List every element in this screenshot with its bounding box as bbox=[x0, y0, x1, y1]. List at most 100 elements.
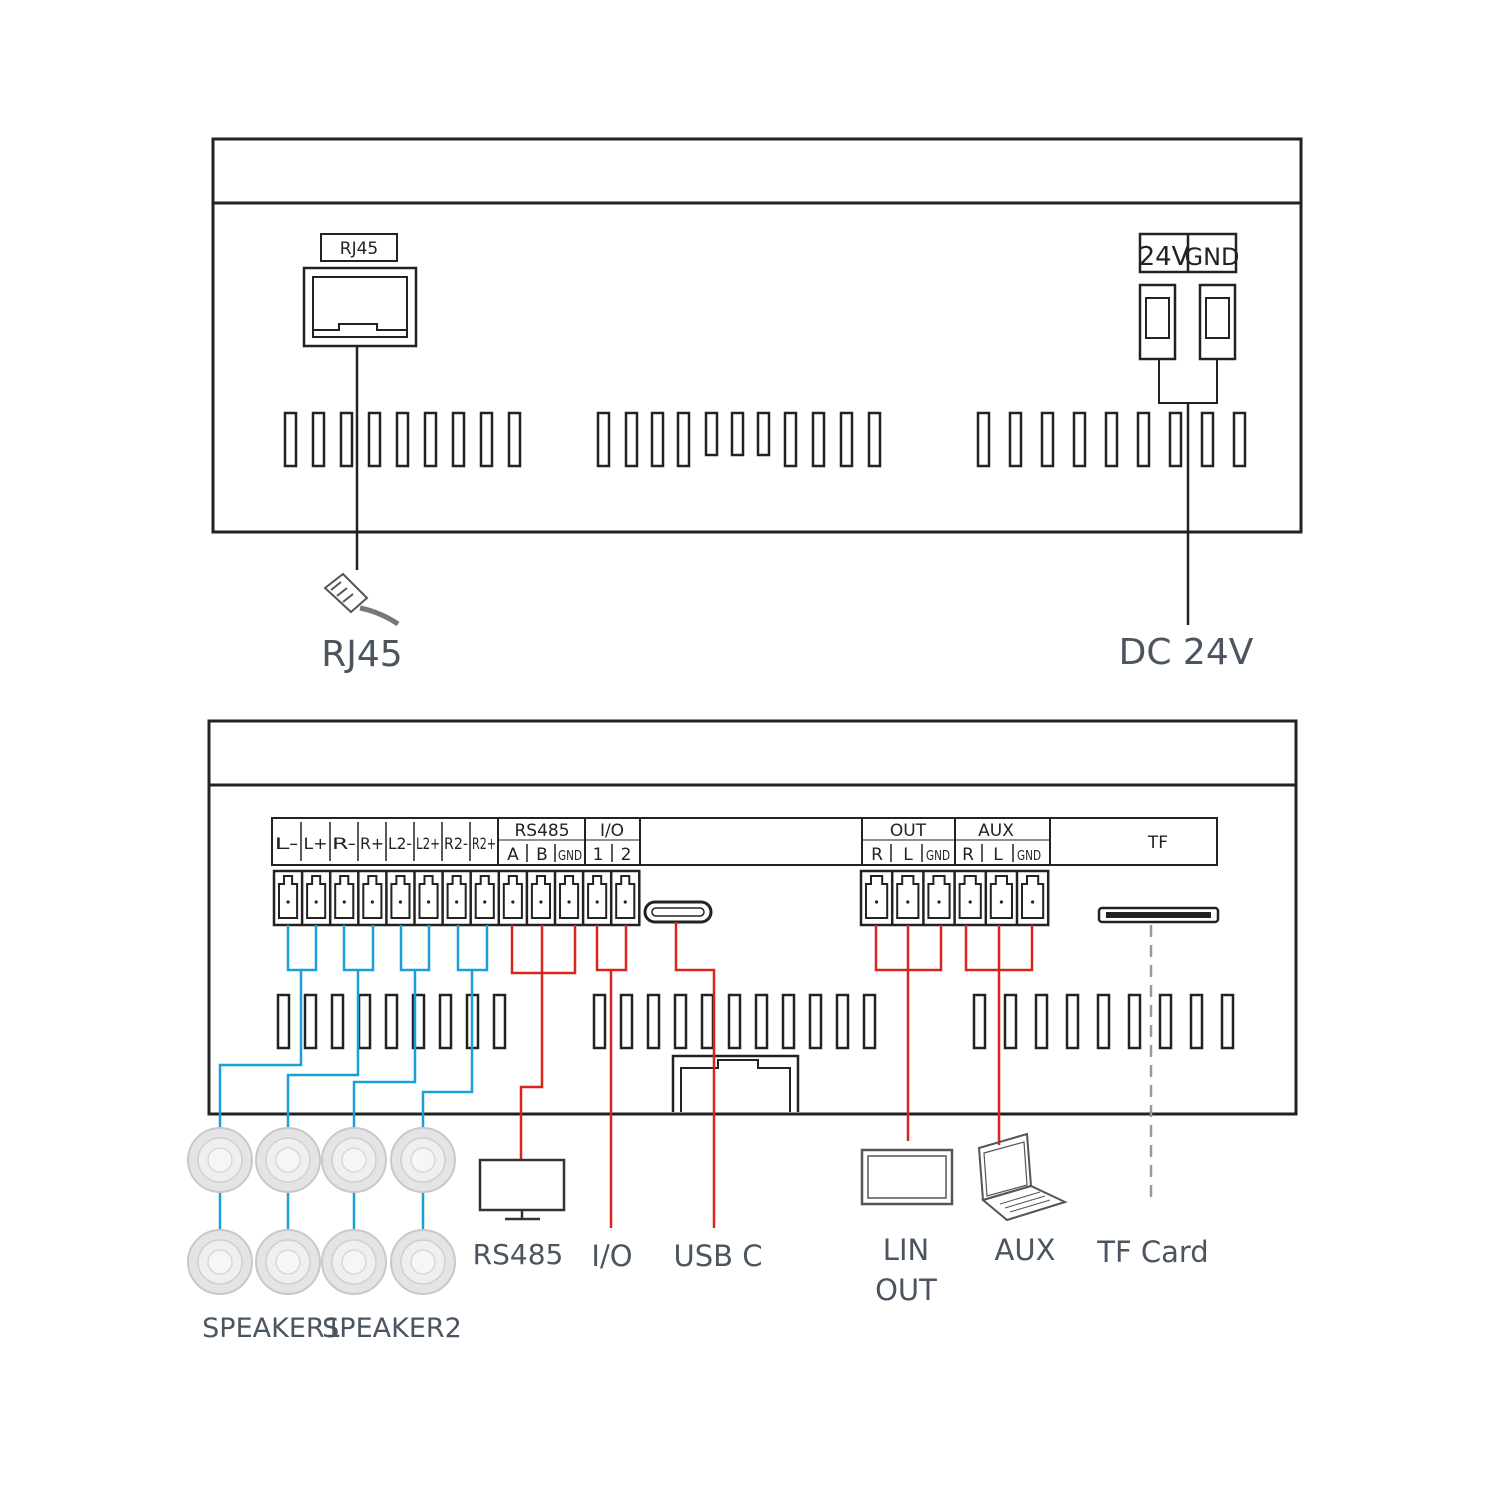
terminal-screw-slot[interactable] bbox=[362, 875, 383, 919]
io-title: I/O bbox=[600, 821, 624, 841]
dc-24v-caption: DC 24V bbox=[1119, 632, 1254, 673]
top-vent-slot bbox=[479, 411, 494, 468]
bottom-vent-slot bbox=[438, 993, 453, 1050]
bottom-vent-slot bbox=[492, 993, 507, 1050]
bottom-vent-slot bbox=[276, 993, 291, 1050]
top-vent-slot bbox=[1200, 411, 1215, 468]
lin-out-display-icon bbox=[860, 1148, 954, 1206]
top-vent-slot bbox=[423, 411, 438, 468]
bottom-network-connector[interactable] bbox=[671, 1054, 800, 1112]
bottom-vent-slot bbox=[700, 993, 715, 1050]
top-vent-slot bbox=[1040, 411, 1055, 468]
bottom-vent-slot bbox=[592, 993, 607, 1050]
terminal-screw-slot[interactable] bbox=[587, 875, 608, 919]
power-label-gnd: GND bbox=[1184, 243, 1239, 271]
top-vent-slot bbox=[596, 411, 611, 468]
bottom-vent-slot bbox=[754, 993, 769, 1050]
terminal-label: R2- bbox=[444, 834, 468, 853]
speaker-icon bbox=[187, 1127, 253, 1193]
aux-pin-label: R bbox=[962, 845, 974, 865]
bottom-vent-slot bbox=[357, 993, 372, 1050]
rj45-plug-icon bbox=[323, 572, 400, 627]
rj45-port-label: RJ45 bbox=[340, 239, 378, 259]
top-vent-slot bbox=[676, 411, 691, 468]
terminal-screw-slot[interactable] bbox=[502, 875, 523, 919]
out-pin-label: GND bbox=[926, 849, 950, 864]
bottom-vent-slot bbox=[972, 993, 987, 1050]
terminal-screw-slot[interactable] bbox=[958, 875, 982, 919]
terminal-screw-slot[interactable] bbox=[927, 875, 951, 919]
terminal-screw-slot[interactable] bbox=[390, 875, 411, 919]
speaker-icon bbox=[321, 1229, 387, 1295]
speaker-icon bbox=[255, 1229, 321, 1295]
top-vent-slot bbox=[1136, 411, 1151, 468]
tf-card-slot[interactable] bbox=[1097, 906, 1220, 924]
terminal-screw-slot[interactable] bbox=[446, 875, 467, 919]
top-device-panel bbox=[211, 137, 1303, 534]
bottom-vent-slot bbox=[673, 993, 688, 1050]
terminal-screw-slot[interactable] bbox=[306, 875, 327, 919]
aux-laptop-icon bbox=[977, 1132, 1068, 1222]
bottom-vent-slot bbox=[862, 993, 877, 1050]
terminal-screw-slot[interactable] bbox=[334, 875, 355, 919]
usb-c-caption: USB C bbox=[674, 1239, 763, 1273]
bottom-device-outline bbox=[207, 719, 1298, 1116]
top-vent-slot bbox=[283, 411, 298, 468]
top-vent-slot bbox=[1168, 411, 1183, 468]
right-terminal-block[interactable] bbox=[859, 869, 1050, 927]
top-vent-slot bbox=[756, 411, 771, 457]
bottom-vent-slot bbox=[1189, 993, 1204, 1050]
terminal-screw-slot[interactable] bbox=[418, 875, 439, 919]
speaker-icon bbox=[390, 1229, 456, 1295]
left-terminal-block[interactable] bbox=[272, 869, 641, 927]
terminal-screw-slot[interactable] bbox=[559, 875, 580, 919]
speaker1-caption: SPEAKER1 bbox=[202, 1313, 342, 1344]
usb-c-port[interactable] bbox=[643, 900, 713, 924]
top-vent-slots bbox=[283, 411, 1247, 468]
top-vent-slot bbox=[367, 411, 382, 468]
bottom-vent-slot bbox=[1127, 993, 1142, 1050]
signal-wires bbox=[510, 922, 1034, 1228]
speaker-icon bbox=[390, 1127, 456, 1193]
bottom-vent-slot bbox=[1096, 993, 1111, 1050]
terminal-screw-slot[interactable] bbox=[615, 875, 636, 919]
terminal-screw-slot[interactable] bbox=[865, 875, 889, 919]
power-terminal-block[interactable] bbox=[1138, 232, 1238, 404]
top-vent-slot bbox=[811, 411, 826, 468]
terminal-screw-slot[interactable] bbox=[1021, 875, 1045, 919]
terminal-label: R+ bbox=[360, 834, 384, 853]
rj45-port[interactable] bbox=[302, 233, 418, 348]
out-title: OUT bbox=[890, 821, 927, 841]
top-vent-slot bbox=[783, 411, 798, 468]
bottom-vent-slot bbox=[835, 993, 850, 1050]
terminal-block-body bbox=[272, 869, 641, 927]
terminal-screw-slot[interactable] bbox=[530, 875, 551, 919]
bottom-vent-slot bbox=[1220, 993, 1235, 1050]
top-vent-slot bbox=[839, 411, 854, 468]
rs485-pin-label: GND bbox=[558, 849, 582, 864]
bottom-vent-slot bbox=[303, 993, 318, 1050]
speaker-icon bbox=[255, 1127, 321, 1193]
top-vent-slot bbox=[451, 411, 466, 468]
lin-out-caption-line1: LIN bbox=[883, 1233, 929, 1267]
terminal-screw-slot[interactable] bbox=[896, 875, 920, 919]
terminal-screw-slot[interactable] bbox=[989, 875, 1013, 919]
terminal-screw-slot[interactable] bbox=[474, 875, 495, 919]
bottom-vent-slot bbox=[727, 993, 742, 1050]
terminal-label-strip bbox=[271, 817, 1218, 866]
bottom-vent-slot bbox=[411, 993, 426, 1050]
bottom-vent-slot bbox=[384, 993, 399, 1050]
io-pin-label: 2 bbox=[621, 845, 632, 865]
terminal-label: L2+ bbox=[416, 834, 440, 853]
bottom-vent-slot bbox=[1158, 993, 1173, 1050]
top-vent-slot bbox=[1104, 411, 1119, 468]
top-vent-slot bbox=[976, 411, 991, 468]
io-caption: I/O bbox=[591, 1239, 632, 1273]
speaker2-caption: SPEAKER2 bbox=[322, 1313, 462, 1344]
top-vent-slot bbox=[624, 411, 639, 468]
bottom-vent-slot bbox=[808, 993, 823, 1050]
terminal-screw-slot[interactable] bbox=[278, 875, 299, 919]
rs485-pin-label: A bbox=[507, 845, 519, 865]
